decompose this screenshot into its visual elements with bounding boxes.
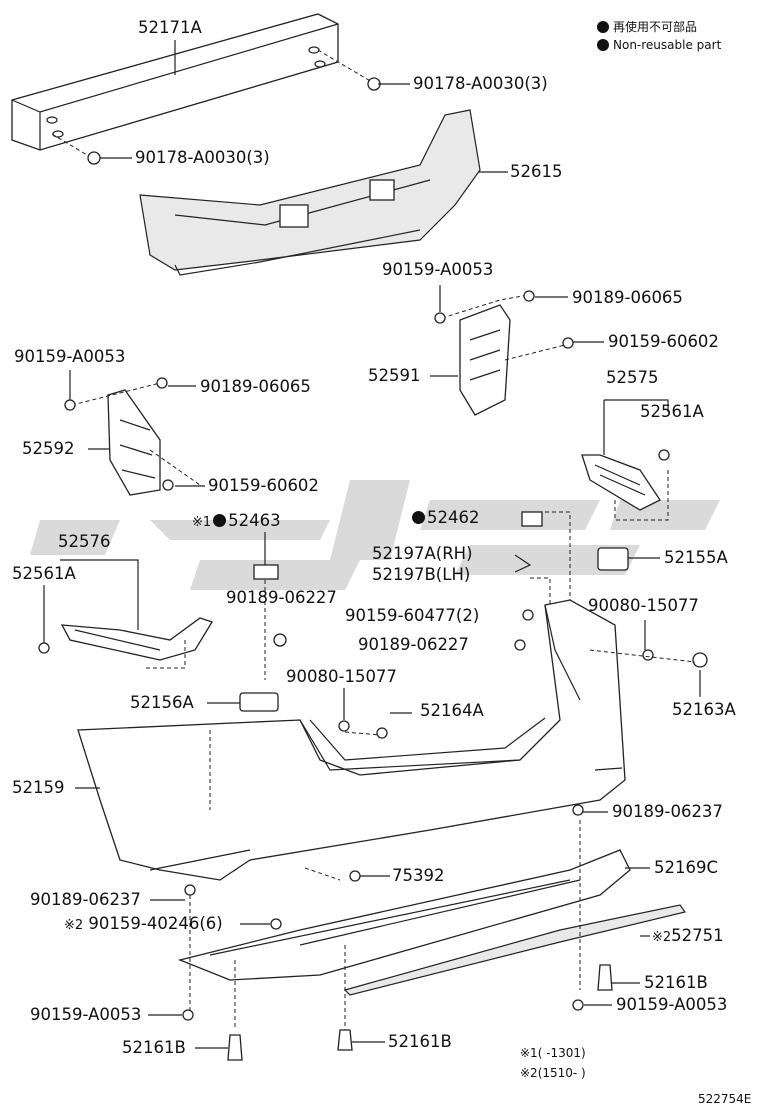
label-90159-A0053-lh[interactable]: 90159-A0053 [14,347,126,366]
legend-text: Non-reusable part [613,38,722,52]
label-52591[interactable]: 52591 [368,366,421,385]
label-52159[interactable]: 52159 [12,778,65,797]
label-text: 90159-40246(6) [88,914,223,933]
note-marker-1: ※1 [192,515,212,530]
label-90159-A0053-lh-lower[interactable]: 90159-A0053 [30,1005,142,1024]
label-90189-06227-lower[interactable]: 90189-06227 [358,635,469,654]
footnote-1: ※1( -1301) [520,1046,586,1060]
label-text: 52463 [228,511,281,530]
part-52463-pad [253,564,279,580]
label-90189-06065-lh[interactable]: 90189-06065 [200,377,311,396]
label-52155A[interactable]: 52155A [664,548,728,567]
label-75392[interactable]: 75392 [392,866,445,885]
label-90189-06237-lh[interactable]: 90189-06237 [30,890,141,909]
label-52615[interactable]: 52615 [510,162,563,181]
label-90159-A0053-rh[interactable]: 90159-A0053 [382,260,494,279]
label-90159-60602-rh[interactable]: 90159-60602 [608,332,719,351]
legend-text: 再使用不可部品 [613,20,698,34]
part-52592-bracket [107,389,161,496]
label-52171A[interactable]: 52171A [138,18,202,37]
footnote-2: ※2(1510- ) [520,1066,586,1080]
label-52561A-rh[interactable]: 52561A [640,402,704,421]
legend-item-nonreusable-jp: 再使用不可部品 [597,18,697,35]
label-text: 52751 [671,926,724,945]
filled-circle-icon [213,514,227,527]
note-marker-2: ※2 [64,918,84,933]
part-52156A-clip [239,692,279,712]
label-52592[interactable]: 52592 [22,439,75,458]
label-90159-60477[interactable]: 90159-60477(2) [345,606,480,625]
filled-circle-icon [597,39,609,51]
label-90159-40246[interactable]: ※2 90159-40246(6) [64,914,223,933]
label-52197A[interactable]: 52197A(RH) [372,544,473,563]
label-90189-06237-rh[interactable]: 90189-06237 [612,802,723,821]
label-52161B-rh[interactable]: 52161B [644,973,708,992]
figure-id: 522754E [698,1092,752,1106]
part-52155A-clip [597,547,629,571]
label-52462[interactable]: 52462 [412,508,480,527]
label-52163A[interactable]: 52163A [672,700,736,719]
label-text: 52462 [427,508,480,527]
label-90159-A0053-rh-lower[interactable]: 90159-A0053 [616,995,728,1014]
part-52576-retainer [60,617,213,661]
label-90189-06065-rh[interactable]: 90189-06065 [572,288,683,307]
label-52575[interactable]: 52575 [606,368,659,387]
label-52161B-center[interactable]: 52161B [388,1032,452,1051]
part-52159-bumper-cover [77,599,626,881]
label-52161B-lh[interactable]: 52161B [122,1038,186,1057]
part-52163A-cap [692,652,708,668]
label-90178-A0030-upper[interactable]: 90178-A0030(3) [413,74,548,93]
part-52169C-diffuser [177,849,631,981]
leader-lines [43,40,701,1049]
clip-75392-icon [349,870,361,882]
label-52169C[interactable]: 52169C [654,858,719,877]
filled-circle-icon [597,20,609,33]
label-52156A[interactable]: 52156A [130,693,194,712]
label-52164A[interactable]: 52164A [420,701,484,720]
note-marker-2: ※2 [652,930,672,945]
part-52575-retainer [581,454,661,511]
label-90080-15077-lh[interactable]: 90080-15077 [286,667,397,686]
label-52197B[interactable]: 52197B(LH) [372,565,471,584]
part-52751-molding [343,904,687,996]
label-52576[interactable]: 52576 [58,532,111,551]
label-90189-06227-upper[interactable]: 90189-06227 [226,588,337,607]
watermark-logo [30,480,720,590]
label-90080-15077-rh[interactable]: 90080-15077 [588,596,699,615]
label-52561A-lh[interactable]: 52561A [12,564,76,583]
part-52591-bracket [459,304,511,416]
filled-circle-icon [412,511,425,524]
part-52462-pad [521,511,543,527]
label-90178-A0030-lower[interactable]: 90178-A0030(3) [135,148,270,167]
label-52751[interactable]: ※252751 [652,926,724,945]
legend-item-nonreusable-en: Non-reusable part [597,38,721,52]
label-52463[interactable]: ※1 52463 [192,511,281,530]
label-90159-60602-lh[interactable]: 90159-60602 [208,476,319,495]
part-52615-absorber [139,109,481,276]
nut-icon [87,151,101,165]
